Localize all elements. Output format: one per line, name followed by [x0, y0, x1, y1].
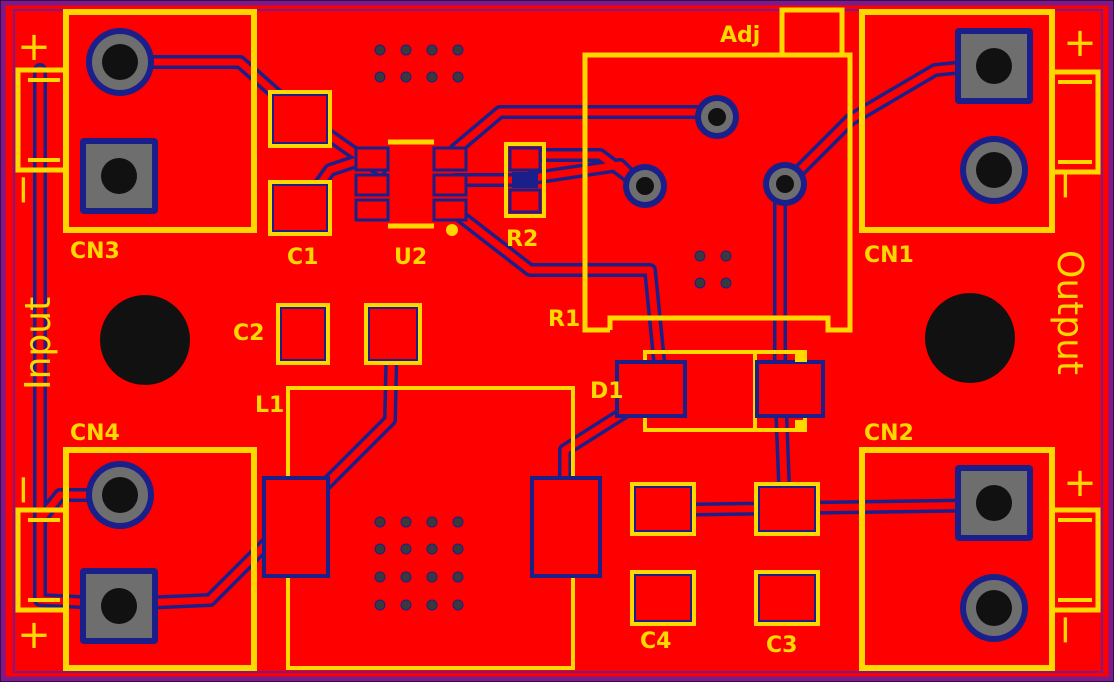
capacitor-c2	[276, 303, 422, 365]
label-l1: L1	[255, 393, 284, 418]
connector-cn4	[15, 447, 257, 671]
via-grid-r1	[694, 250, 732, 289]
label-adj: Adj	[720, 23, 760, 48]
polarity-cn1-minus: −	[1042, 168, 1088, 202]
polarity-cn3-plus: +	[17, 24, 51, 70]
connector-cn3	[15, 9, 257, 233]
label-r1: R1	[548, 307, 580, 332]
label-r2: R2	[506, 227, 538, 252]
label-cn1: CN1	[864, 243, 914, 268]
polarity-cn4-minus: −	[0, 473, 46, 507]
polarity-cn1-plus: +	[1063, 20, 1097, 66]
label-c3: C3	[766, 633, 797, 658]
label-input: Input	[18, 297, 59, 390]
label-cn3: CN3	[70, 239, 120, 264]
connector-cn1	[859, 9, 1101, 233]
capacitor-c1	[268, 90, 332, 236]
label-output: Output	[1049, 250, 1090, 375]
capacitor-c3	[754, 482, 820, 626]
polarity-cn3-minus: −	[0, 173, 46, 207]
polarity-cn2-minus: −	[1042, 613, 1088, 647]
mounting-hole-left	[100, 295, 190, 385]
capacitor-c4	[630, 482, 696, 626]
label-c4: C4	[640, 629, 671, 654]
diode-d1	[615, 350, 825, 432]
mounting-hole-right	[925, 293, 1015, 383]
via-grid-l1	[374, 516, 464, 611]
inductor-l1	[262, 386, 602, 670]
polarity-cn4-plus: +	[17, 612, 51, 658]
label-cn2: CN2	[864, 421, 914, 446]
resistor-r2	[504, 142, 546, 218]
chip-u2	[354, 139, 468, 236]
label-cn4: CN4	[70, 421, 120, 446]
label-c2: C2	[233, 321, 264, 346]
polarity-cn2-plus: +	[1063, 460, 1097, 506]
potentiometer-r1	[582, 7, 853, 333]
label-c1: C1	[287, 245, 318, 270]
label-d1: D1	[590, 379, 624, 404]
label-u2: U2	[394, 245, 427, 270]
board-inner-edge	[13, 9, 1103, 673]
connector-cn2	[859, 447, 1101, 671]
via-grid-top	[374, 44, 464, 83]
